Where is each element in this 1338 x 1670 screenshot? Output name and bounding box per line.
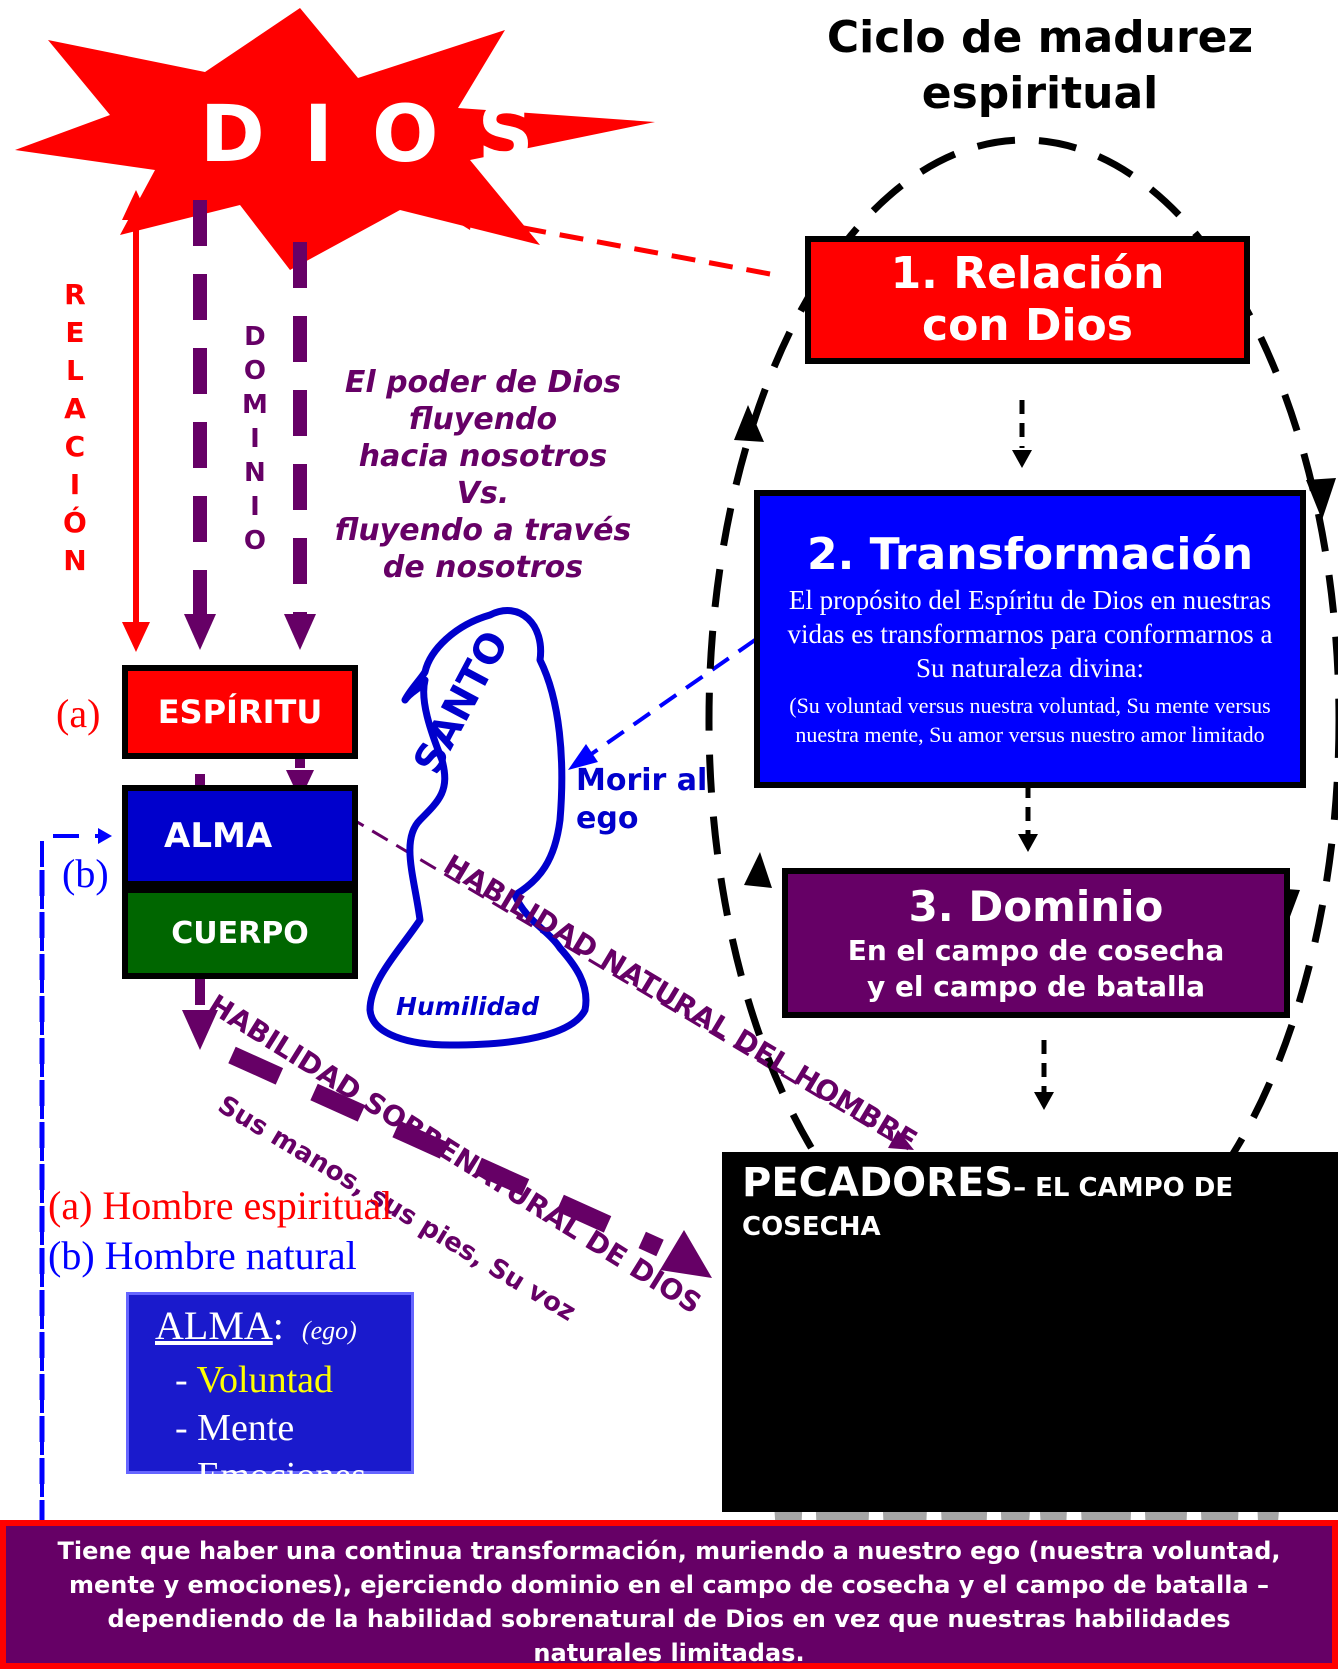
dominio-letter: O [243, 356, 266, 386]
alma-ego-item-mente: - Mente [175, 1407, 295, 1449]
relacion-letter: C [64, 430, 86, 463]
humilidad-label: Humilidad [396, 992, 540, 1021]
poder-line: El poder de Dios [344, 365, 622, 400]
page-title-line1: Ciclo de madurez [826, 12, 1254, 63]
pecadores-line2: COSECHA [742, 1212, 881, 1242]
relacion-letter: L [65, 354, 84, 387]
bottom-banner-text: Tiene que haber una continua transformac… [57, 1537, 1281, 1667]
alma-ego-item-emociones: - Emociones [175, 1455, 367, 1497]
cuerpo-box: CUERPO [122, 887, 358, 979]
poder-line: fluyendo [408, 402, 558, 437]
alma-ego-item-dash: - [175, 1359, 197, 1401]
poder-line: fluyendo a través [334, 513, 632, 548]
relacion-letter: I [69, 468, 81, 501]
supernatural-ability-arrow [228, 1046, 712, 1278]
dios-label: D I O S [200, 90, 540, 180]
box-dominio-title: 3. Dominio [908, 882, 1164, 931]
box-dominio-line2: y el campo de batalla [866, 970, 1206, 1003]
step-arrow-1 [1012, 400, 1032, 468]
box2-to-santo-arrow [568, 638, 757, 770]
alma-stack-box: ALMA [122, 785, 358, 887]
santo-figure [366, 607, 590, 1049]
morir-line: ego [576, 801, 639, 836]
pecadores-panel [722, 1152, 1338, 1512]
box-transformacion: 2. Transformación El propósito del Espír… [754, 490, 1306, 788]
dominio-letter: N [244, 458, 266, 488]
dominio-letter: O [243, 526, 266, 556]
alma-ego-item-voluntad: Voluntad [196, 1359, 333, 1401]
box-relacion-line1: 1. Relación [890, 248, 1165, 299]
relacion-letter: N [63, 544, 87, 577]
alma-ego-tag: (ego) [301, 1316, 357, 1345]
label-a: (a) [56, 691, 101, 736]
hombre-espiritual-label: (a) Hombre espiritual [48, 1183, 393, 1228]
poder-line: de nosotros [382, 550, 584, 585]
dominio-letter: D [244, 322, 266, 352]
page-title: Ciclo de madurez espiritual [790, 10, 1290, 122]
alma-stack-label: ALMA [164, 816, 273, 856]
relacion-letter: A [64, 392, 86, 425]
alma-ego-title-row: ALMA: (ego) [155, 1301, 411, 1356]
relacion-letter: R [64, 278, 86, 311]
poder-line: hacia nosotros [358, 439, 608, 474]
alma-ego-item: - Voluntad [155, 1356, 411, 1404]
box-transformacion-body: El propósito del Espíritu de Dios en nue… [787, 585, 1273, 683]
blue-bracket-arrow [39, 828, 112, 1669]
dios-starburst [15, 8, 655, 270]
morir-line: Morir al [576, 763, 708, 798]
alma-ego-colon: : [272, 1303, 284, 1348]
dominio-letter: I [250, 424, 260, 454]
box-dominio: 3. Dominio En el campo de cosecha y el c… [782, 868, 1290, 1018]
morir-label: Morir al ego [576, 762, 707, 838]
pecadores-title: PECADORES– EL CAMPO DE [742, 1160, 1233, 1206]
box-relacion: 1. Relación con Dios [805, 236, 1250, 364]
natural-ability-arrow [299, 786, 914, 1150]
cycle-arrowhead [744, 852, 772, 888]
cycle-arrowhead [1306, 478, 1336, 520]
espiritu-box: ESPÍRITU [122, 665, 358, 759]
poder-text: El poder de Dios fluyendo hacia nosotros… [318, 364, 648, 586]
poder-line: Vs. [456, 476, 510, 511]
step-arrow-2 [1018, 784, 1038, 852]
dominio-letter: M [242, 390, 268, 420]
label-b: (b) [62, 851, 109, 896]
pecadores-rest: – EL CAMPO DE [1013, 1173, 1234, 1203]
relacion-letter: E [65, 316, 85, 349]
alma-ego-box: ALMA: (ego) - Voluntad - Mente - Emocion… [126, 1292, 414, 1497]
relacion-arrow [122, 190, 150, 652]
bottom-banner: Tiene que haber una continua transformac… [0, 1520, 1338, 1669]
hombre-natural-label: (b) Hombre natural [48, 1233, 357, 1278]
box-relacion-line2: con Dios [922, 300, 1133, 351]
step-arrow-3 [1034, 1040, 1054, 1110]
relacion-letter: Ó [63, 506, 87, 539]
cycle-arrowhead [734, 405, 764, 442]
page-title-line2: espiritual [921, 68, 1159, 119]
alma-ego-title: ALMA [155, 1303, 273, 1348]
box-transformacion-title: 2. Transformación [806, 529, 1254, 580]
box1-to-dios-arrow [442, 204, 771, 277]
box-dominio-line1: En el campo de cosecha [847, 934, 1225, 967]
box-transformacion-sub: (Su voluntad versus nuestra voluntad, Su… [789, 693, 1271, 747]
pecadores-big: PECADORES [742, 1160, 1014, 1206]
dominio-letter: I [250, 492, 260, 522]
